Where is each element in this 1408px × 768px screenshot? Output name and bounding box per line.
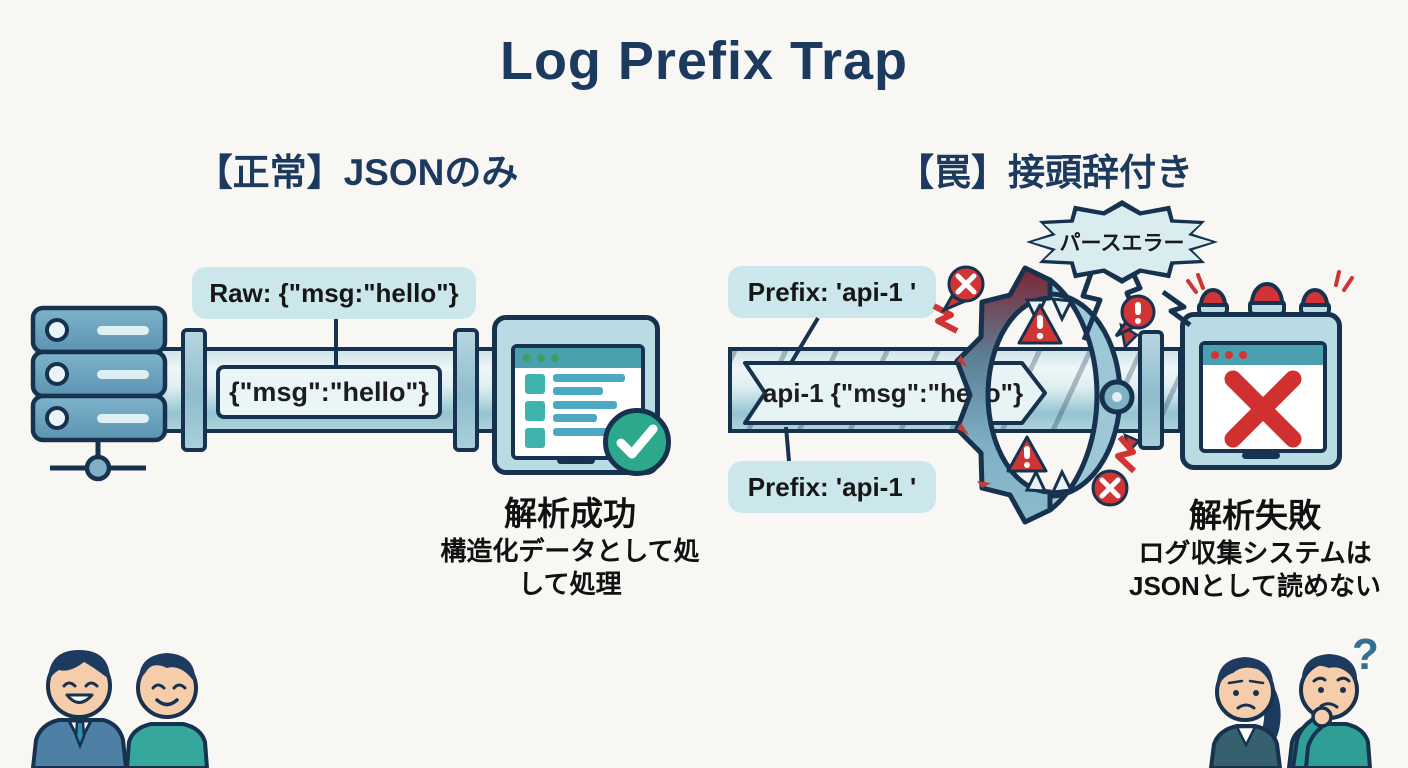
right-result-line2: JSONとして読めない <box>1128 571 1382 602</box>
raw-label-connector-line <box>334 319 338 367</box>
error-x-badge-icon <box>940 265 985 314</box>
exclamation-bubble-icon <box>1114 294 1156 338</box>
error-decorations-overlay <box>784 260 1354 507</box>
question-mark-icon: ? <box>1352 630 1379 679</box>
monitor-button <box>1242 452 1280 459</box>
left-result-line1: 構造化データとして処 <box>440 536 700 566</box>
confused-people-illustration <box>1208 654 1373 768</box>
window-dot-icon <box>1211 351 1219 359</box>
window-dot-icon <box>537 354 545 362</box>
failure-screen-titlebar <box>1203 345 1323 365</box>
log-viewer-failure-monitor <box>1180 312 1342 470</box>
log-list-row <box>515 395 641 422</box>
success-screen <box>511 344 645 460</box>
error-x-badge-icon <box>1091 469 1129 507</box>
left-result-block: 解析成功 構造化データとして処 して処理 <box>400 487 740 602</box>
crack-zigzag-icon <box>1080 261 1103 341</box>
raw-log-label: Raw: {"msg:"hello"} <box>192 267 476 319</box>
left-result-title: 解析成功 <box>504 495 636 532</box>
log-list-row <box>515 368 641 395</box>
warning-triangle-icon <box>1017 303 1063 345</box>
right-result-line1: ログ収集システムは <box>1138 538 1372 568</box>
parse-error-burst: パースエラー <box>1026 200 1218 284</box>
right-pipe-flange <box>1138 330 1164 450</box>
window-dot-icon <box>523 354 531 362</box>
right-result-block: 解析失敗 ログ収集システムは JSONとして読めない <box>1095 489 1408 604</box>
prefix-label-bottom: Prefix: 'api-1 ' <box>728 461 936 513</box>
right-section-heading: 【罠】接頭辞付き <box>897 152 1193 193</box>
crack-zigzag-icon <box>1161 289 1192 328</box>
json-payload-box: {"msg":"hello"} <box>216 365 442 419</box>
left-pipe-flange-2 <box>453 328 479 452</box>
server-icon <box>30 305 168 482</box>
lightning-bolt-icon <box>1115 435 1137 474</box>
monitor-button <box>557 457 595 464</box>
left-result-line2: して処理 <box>518 569 622 600</box>
page-title: Log Prefix Trap <box>499 31 909 91</box>
window-dot-icon <box>1225 351 1233 359</box>
log-item-icon <box>525 401 545 421</box>
window-dot-icon <box>1239 351 1247 359</box>
prefix-top-connector-line <box>789 316 820 365</box>
prefix-label-top: Prefix: 'api-1 ' <box>728 266 936 318</box>
failure-screen <box>1199 341 1327 453</box>
parse-error-label: パースエラー <box>1059 232 1185 255</box>
success-check-icon <box>603 408 671 476</box>
left-pipe-flange-1 <box>181 328 207 452</box>
prefix-bottom-connector-line <box>784 426 791 462</box>
siren-glow-icon <box>1186 270 1354 294</box>
right-result-title: 解析失敗 <box>1189 497 1321 534</box>
log-item-icon <box>525 428 545 448</box>
left-section-heading: 【正常】JSONのみ <box>195 152 519 193</box>
window-dot-icon <box>551 354 559 362</box>
failure-x-icon <box>1224 370 1302 448</box>
siren-lights-icon <box>1197 282 1331 316</box>
log-item-icon <box>525 374 545 394</box>
happy-people-illustration <box>30 650 210 768</box>
success-screen-titlebar <box>515 348 641 368</box>
warning-triangle-icon <box>1006 435 1048 473</box>
log-list-row <box>515 422 641 448</box>
